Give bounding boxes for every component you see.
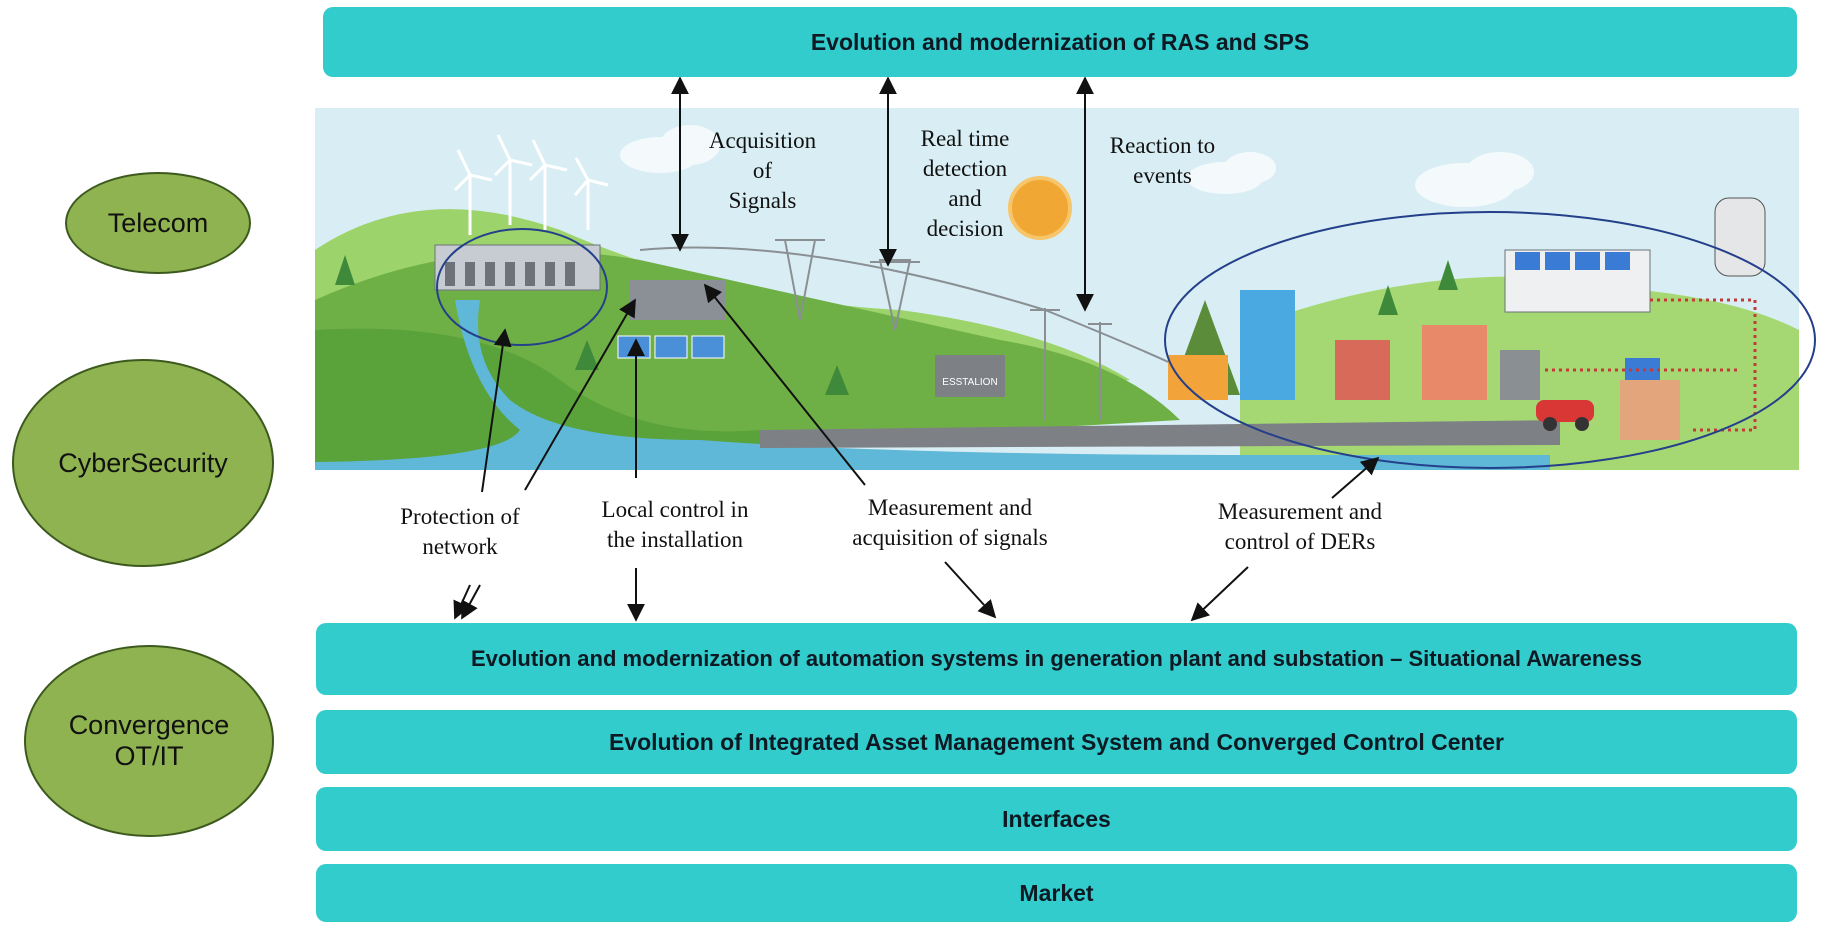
pointer-protection-2 [524, 298, 636, 491]
local-control-label: Local control in the installation [601, 497, 749, 552]
convergence-label-line2: OT/IT [114, 741, 184, 771]
ras-sps-bar: Evolution and modernization of RAS and S… [323, 7, 1797, 77]
measurement-signals-label: Measurement and acquisition of signals [852, 495, 1048, 550]
convergence-ellipse: Convergence OT/IT [24, 645, 274, 837]
interfaces-bar: Interfaces [316, 787, 1797, 851]
cybersecurity-ellipse: CyberSecurity [12, 359, 274, 567]
automation-bar: Evolution and modernization of automatio… [316, 623, 1797, 695]
pointer-protection-1 [481, 328, 512, 493]
wind-turbines-icon [453, 134, 609, 235]
reaction-label: Reaction to events [1109, 133, 1216, 188]
trees-icon [335, 255, 1458, 395]
down-arrow-protection-1 [453, 584, 471, 620]
pointer-measurement-signals [703, 283, 866, 486]
smart-meter-icon [1714, 197, 1766, 277]
down-arrow-measurement-signals [944, 561, 997, 619]
substation-sign: ESSTALION [942, 377, 997, 388]
down-arrow-protection-2 [461, 584, 481, 620]
road [760, 420, 1560, 448]
pointer-measurement-ders [1331, 456, 1380, 499]
city-buildings-icon [1168, 249, 1680, 440]
dam-highlight-ellipse [436, 228, 608, 346]
cybersecurity-label: CyberSecurity [58, 447, 228, 478]
convergence-label-line1: Convergence [68, 710, 230, 740]
realtime-label: Real time detection and decision [920, 126, 1010, 241]
telecom-ellipse: Telecom [65, 172, 251, 274]
solar-panels-icon [617, 335, 725, 359]
protection-label: Protection of network [400, 504, 520, 559]
down-arrow-measurement-ders [1190, 566, 1249, 622]
electric-car-icon [1536, 400, 1594, 431]
dam [434, 244, 601, 291]
measurement-ders-label: Measurement and control of DERs [1217, 499, 1383, 554]
sun-icon [1008, 176, 1072, 240]
acquisition-label: Acquisition of Signals [708, 128, 817, 213]
telecom-label: Telecom [107, 207, 209, 238]
substation [630, 280, 725, 320]
market-bar: Market [316, 864, 1797, 922]
substation-building [935, 355, 1005, 397]
asset-management-bar: Evolution of Integrated Asset Management… [316, 710, 1797, 774]
hill-front [315, 328, 760, 470]
ders-highlight-ellipse [1164, 211, 1816, 469]
